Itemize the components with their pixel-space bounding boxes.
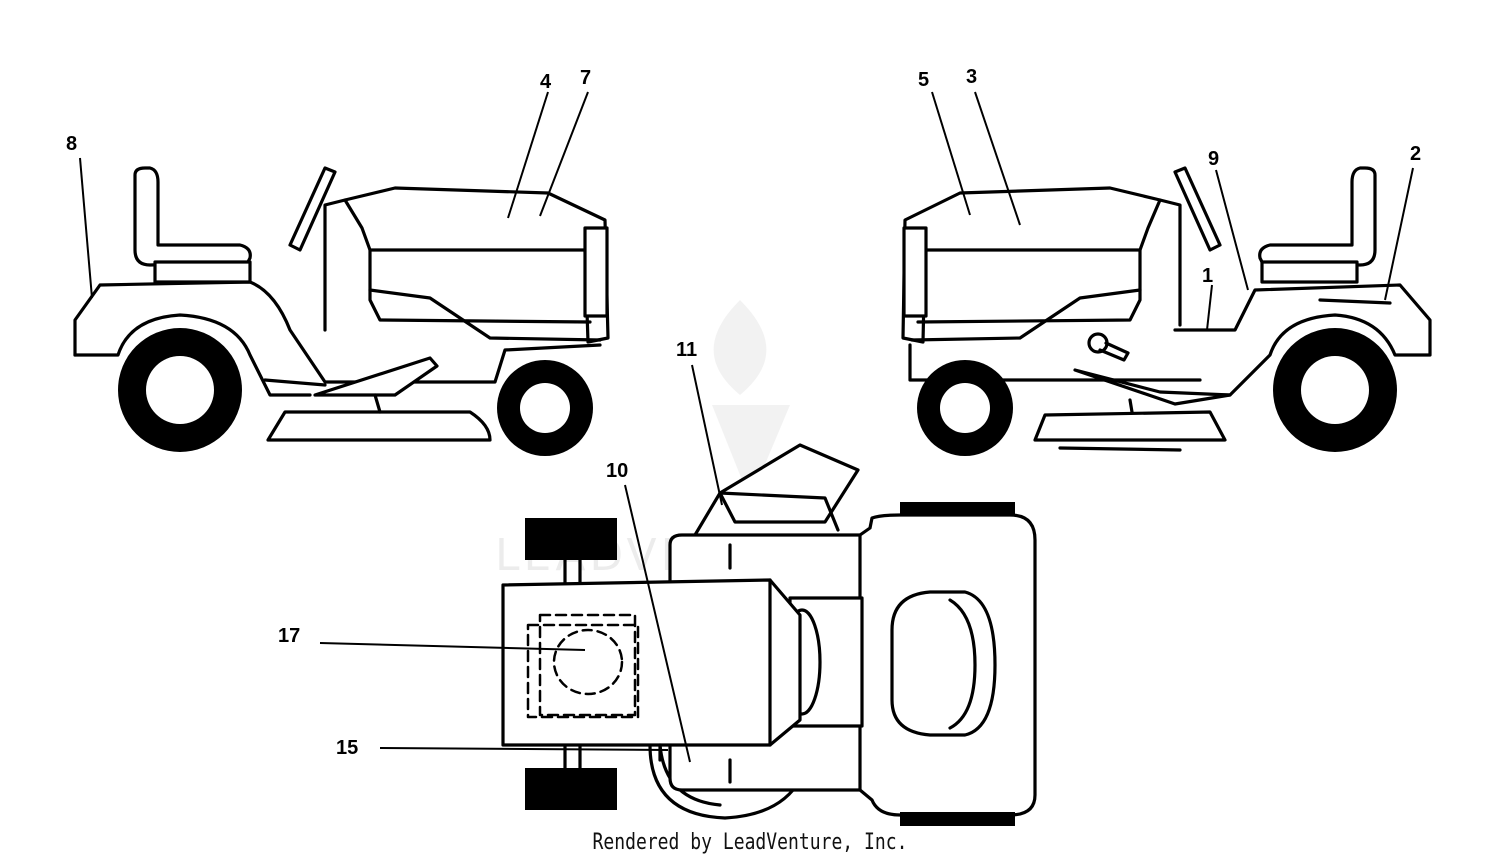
callout-3: 3 [966, 66, 977, 88]
callout-5: 5 [918, 69, 929, 91]
callout-17: 17 [278, 625, 300, 647]
callout-4: 4 [540, 71, 552, 93]
callout-1: 1 [1202, 265, 1213, 287]
callout-11: 11 [676, 339, 697, 361]
callout-9: 9 [1208, 148, 1219, 170]
callout-7: 7 [580, 67, 591, 89]
callout-10: 10 [606, 460, 628, 482]
tractor-top-view [501, 443, 1037, 826]
render-credit: Rendered by LeadVenture, Inc. [592, 830, 908, 855]
tractor-left-side-view [73, 166, 610, 456]
callout-labels: 4 7 8 5 3 9 2 1 11 10 17 15 [66, 66, 1421, 759]
leader-lines [79, 91, 1414, 763]
callout-8: 8 [66, 133, 77, 155]
tractor-right-side-view [901, 166, 1432, 456]
callout-2: 2 [1410, 143, 1421, 165]
callout-15: 15 [336, 737, 358, 759]
